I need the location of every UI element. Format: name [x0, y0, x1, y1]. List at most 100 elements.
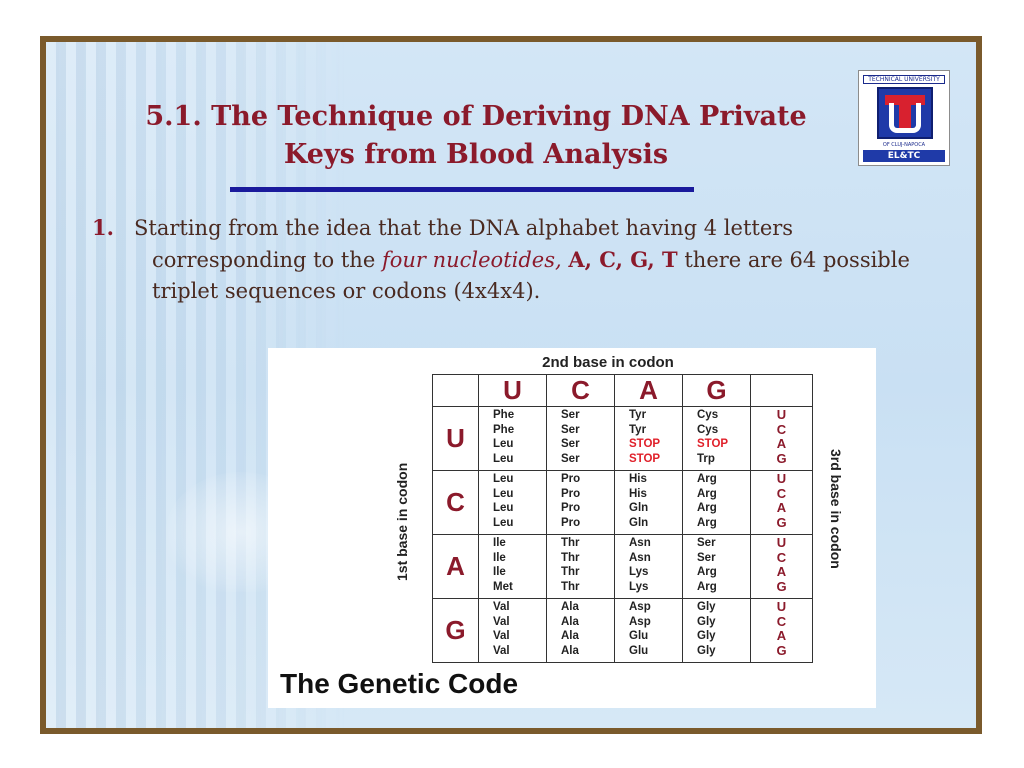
- third-base-label: 3rd base in codon: [828, 449, 844, 569]
- amino-acid: Thr: [561, 551, 580, 564]
- genetic-code-figure: 2nd base in codon 1st base in codon 3rd …: [268, 348, 876, 708]
- amino-acid: Ala: [561, 644, 579, 657]
- table-corner: [432, 374, 479, 407]
- amino-acid: Arg: [697, 580, 717, 593]
- third-base-letter: U: [776, 535, 787, 550]
- amino-acid: Ser: [697, 537, 716, 549]
- third-base-letter: G: [776, 514, 787, 530]
- third-base-letter: A: [776, 436, 787, 451]
- title-underline: [230, 187, 694, 192]
- amino-acid: Ser: [697, 551, 716, 564]
- third-base-letter: A: [776, 564, 787, 579]
- amino-acid: Arg: [697, 473, 717, 485]
- amino-acid: Leu: [493, 502, 514, 514]
- third-base-header-empty: [750, 374, 813, 407]
- logo-top-text: TECHNICAL UNIVERSITY: [863, 75, 945, 84]
- amino-acid: Leu: [493, 487, 514, 500]
- amino-acid: Ile: [493, 566, 506, 578]
- amino-acid: Trp: [697, 452, 715, 465]
- amino-acid: Tyr: [629, 423, 647, 436]
- amino-acid: Phe: [493, 409, 515, 421]
- third-base-letter: C: [776, 485, 787, 501]
- first-base-header: G: [432, 598, 479, 663]
- amino-acid: Ala: [561, 615, 579, 628]
- amino-acid: Asn: [629, 551, 651, 564]
- amino-acid: Pro: [561, 487, 581, 500]
- first-base-header: C: [432, 470, 479, 535]
- amino-acid: Pro: [561, 502, 581, 514]
- bullet-point-1: 1.Starting from the idea that the DNA al…: [92, 212, 932, 307]
- amino-acid: Ser: [561, 423, 580, 436]
- amino-acid: Lys: [629, 580, 649, 593]
- amino-acid: Asp: [629, 615, 651, 628]
- third-base-letter: C: [776, 613, 787, 629]
- table-header-row: U C A G: [432, 374, 813, 407]
- amino-acid: Gln: [629, 502, 649, 514]
- amino-acid: Leu: [493, 516, 514, 529]
- amino-acid: Ser: [561, 438, 580, 450]
- amino-acid: Leu: [493, 438, 514, 450]
- amino-acid: Ile: [493, 537, 506, 549]
- title-line-1: 5.1. The Technique of Deriving DNA Priva…: [145, 101, 807, 132]
- amino-acid: Phe: [493, 423, 515, 436]
- amino-acid: Val: [493, 644, 510, 657]
- slide-frame: 5.1. The Technique of Deriving DNA Priva…: [40, 36, 982, 734]
- third-base-letter: C: [776, 549, 787, 565]
- amino-acid: Pro: [561, 516, 581, 529]
- amino-acid: Cys: [697, 423, 719, 436]
- third-base-letter: G: [776, 450, 787, 466]
- amino-acid: Gly: [697, 630, 716, 642]
- amino-acid: Thr: [561, 566, 580, 578]
- amino-acid: Glu: [629, 630, 649, 642]
- stop-codon: STOP: [629, 452, 661, 465]
- amino-acid: Asn: [629, 537, 651, 549]
- logo-bottom-text: EL&TC: [863, 150, 945, 162]
- amino-acid: Gln: [629, 516, 649, 529]
- amino-acid: Gly: [697, 644, 716, 657]
- point-nucleotides: four nucleotides,: [381, 248, 562, 272]
- third-base-letter: G: [776, 578, 787, 594]
- amino-acid: Gly: [697, 601, 716, 613]
- second-base-header: C: [546, 374, 615, 407]
- stop-codon: STOP: [629, 438, 661, 450]
- figure-caption: The Genetic Code: [280, 668, 519, 699]
- amino-acid: Ser: [561, 452, 580, 465]
- amino-acid: Leu: [493, 473, 514, 485]
- amino-acid: Arg: [697, 502, 717, 514]
- point-letters: A, C, G, T: [568, 247, 678, 272]
- amino-acid: Arg: [697, 566, 717, 578]
- amino-acid: Tyr: [629, 409, 647, 421]
- amino-acid: Val: [493, 615, 510, 628]
- amino-acid: Ile: [493, 551, 506, 564]
- first-base-label: 1st base in codon: [394, 462, 410, 582]
- logo-emblem-icon: [877, 87, 933, 139]
- third-base-letter: C: [776, 421, 787, 437]
- amino-acid: Asp: [629, 601, 651, 613]
- third-base-letter: A: [776, 628, 787, 643]
- amino-acid: Leu: [493, 452, 514, 465]
- second-base-label: 2nd base in codon: [542, 354, 674, 371]
- amino-acid: Lys: [629, 566, 649, 578]
- second-base-header: A: [614, 374, 683, 407]
